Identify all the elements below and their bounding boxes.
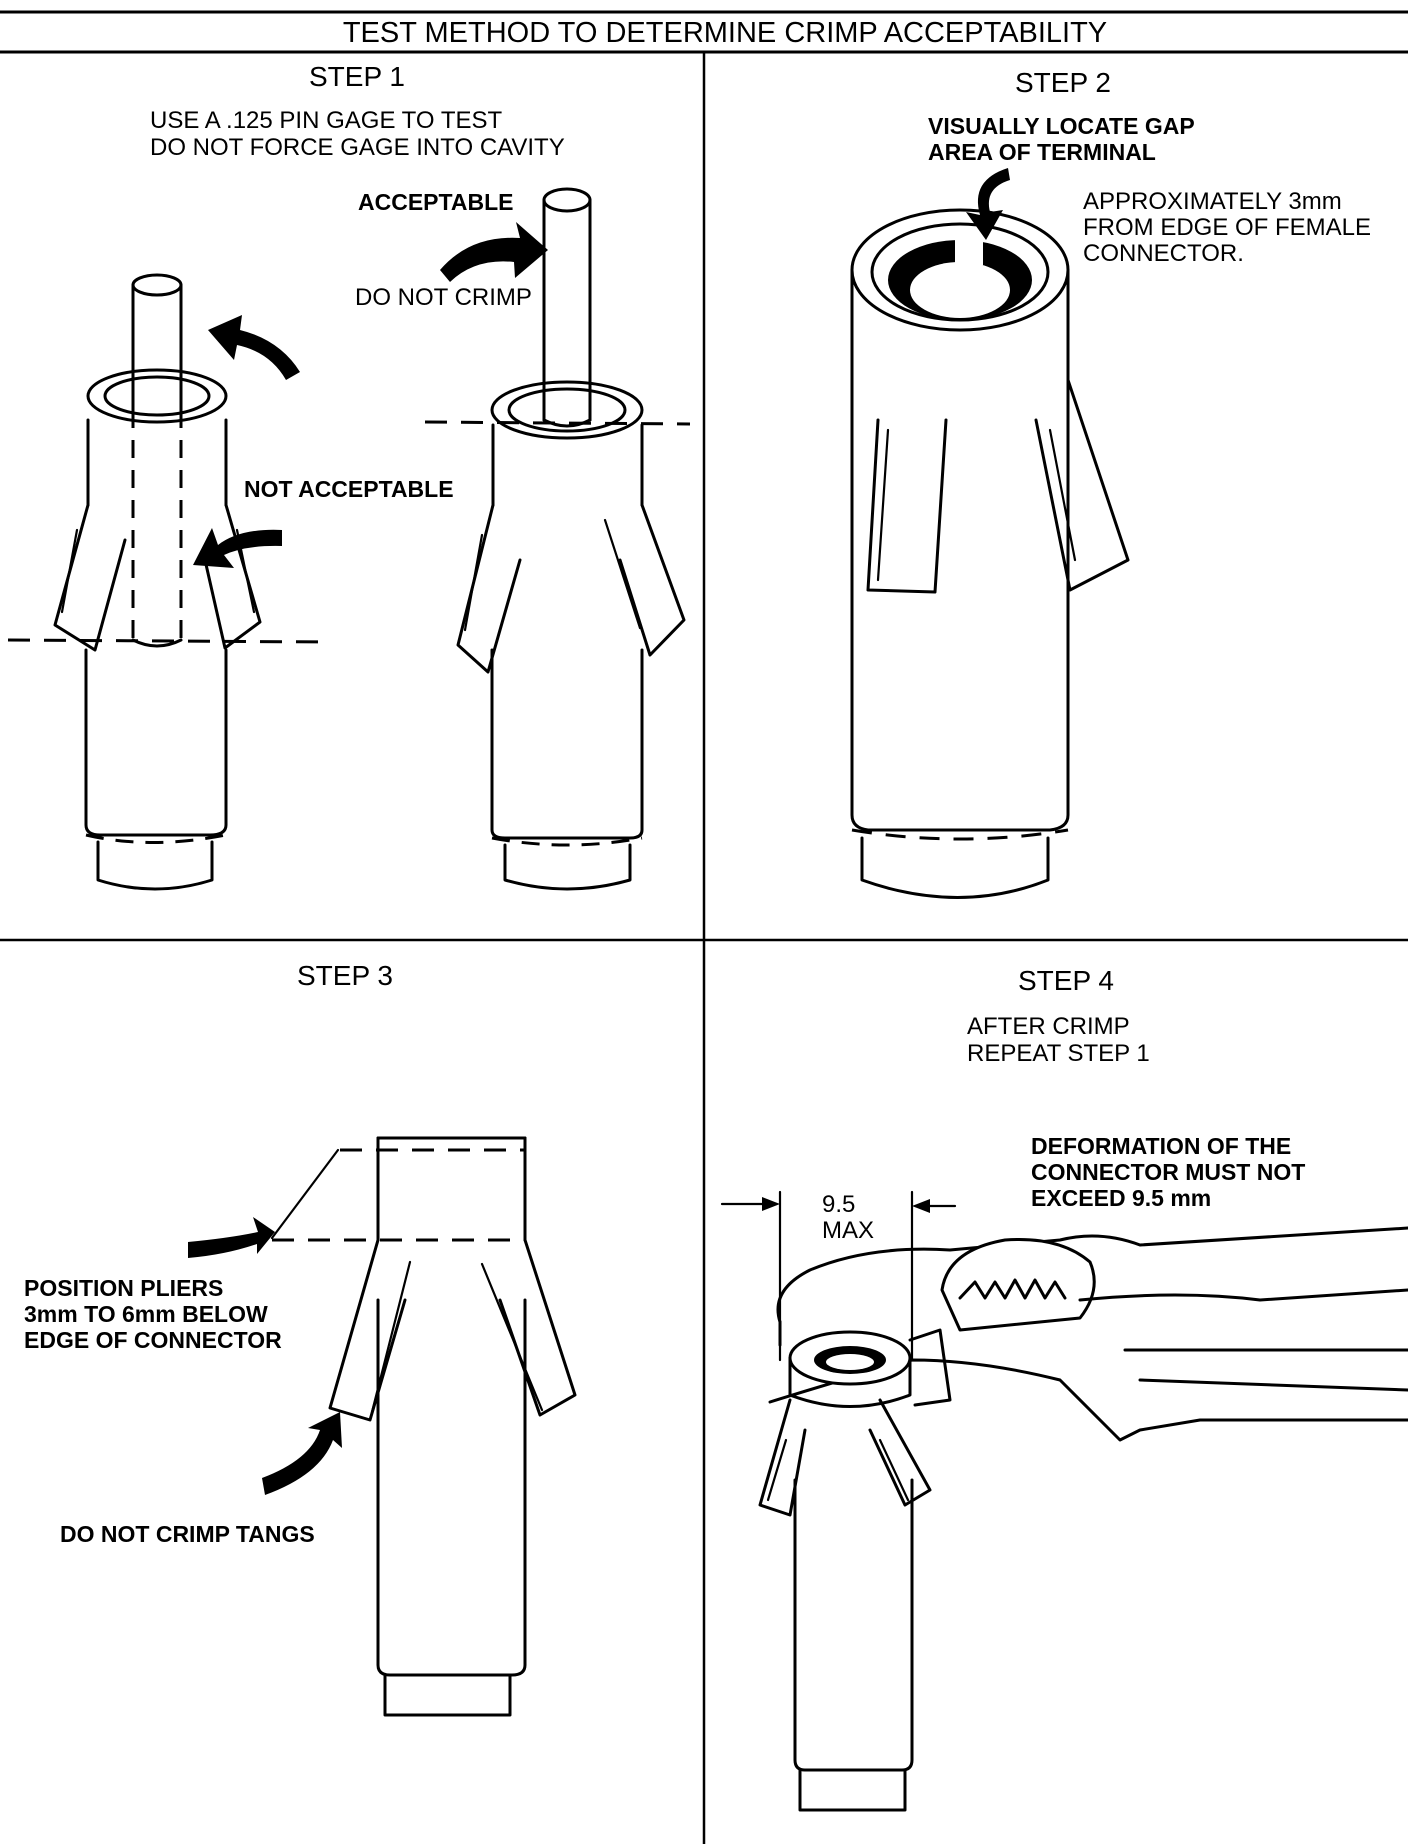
tangs-arrow-icon [262, 1412, 342, 1495]
do-not-crimp-label: DO NOT CRIMP [355, 284, 532, 311]
position-pliers-line1: POSITION PLIERS [24, 1275, 223, 1301]
step1-panel: STEP 1 USE A .125 PIN GAGE TO TEST DO NO… [7, 61, 691, 891]
step2-panel: STEP 2 VISUALLY LOCATE GAP AREA OF TERMI… [850, 67, 1371, 899]
dimension-max: MAX [822, 1217, 874, 1244]
left-connector-not-acceptable [7, 273, 331, 891]
step4-connector-drawing [758, 1398, 932, 1812]
deformation-line2: CONNECTOR MUST NOT [1031, 1159, 1305, 1185]
step1-instruction-line2: DO NOT FORCE GAGE INTO CAVITY [150, 134, 565, 161]
not-acceptable-label: NOT ACCEPTABLE [244, 476, 454, 502]
dimension-9-5-max [720, 1190, 957, 1362]
position-pliers-line3: EDGE OF CONNECTOR [24, 1327, 282, 1353]
step1-instruction-line1: USE A .125 PIN GAGE TO TEST [150, 107, 502, 134]
position-pliers-line2: 3mm TO 6mm BELOW [24, 1301, 268, 1327]
after-crimp-line2: REPEAT STEP 1 [967, 1040, 1150, 1067]
gap-arrow-icon [966, 168, 1010, 240]
step3-heading: STEP 3 [297, 960, 393, 991]
after-crimp-line1: AFTER CRIMP [967, 1013, 1130, 1040]
do-not-crimp-tangs-label: DO NOT CRIMP TANGS [60, 1521, 315, 1547]
approx-line1: APPROXIMATELY 3mm [1083, 188, 1342, 215]
diagram-title: TEST METHOD TO DETERMINE CRIMP ACCEPTABI… [343, 17, 1107, 49]
locate-gap-line2: AREA OF TERMINAL [928, 139, 1156, 165]
not-acceptable-arrow-icon [193, 528, 282, 568]
pliers-position-arrow-icon [188, 1217, 275, 1258]
pliers-drawing [768, 1226, 1408, 1442]
female-connector-drawing [850, 208, 1130, 899]
step4-panel: STEP 4 AFTER CRIMP REPEAT STEP 1 DEFORMA… [720, 965, 1408, 1812]
step1-heading: STEP 1 [309, 61, 405, 92]
step4-heading: STEP 4 [1018, 965, 1114, 996]
step3-connector-drawing [270, 1136, 577, 1717]
acceptable-arrow-icon [440, 222, 548, 282]
approx-line2: FROM EDGE OF FEMALE [1083, 214, 1371, 241]
frame [0, 10, 1408, 1844]
locate-gap-line1: VISUALLY LOCATE GAP [928, 113, 1195, 139]
deformation-line3: EXCEED 9.5 mm [1031, 1185, 1211, 1211]
tilt-arrow-icon [208, 315, 300, 380]
right-connector-acceptable [424, 187, 691, 891]
deformation-line1: DEFORMATION OF THE [1031, 1133, 1291, 1159]
step2-heading: STEP 2 [1015, 67, 1111, 98]
dimension-value: 9.5 [822, 1191, 855, 1218]
step3-panel: STEP 3 POSITION PLIERS 3mm TO 6mm BELOW … [24, 960, 577, 1717]
approx-line3: CONNECTOR. [1083, 240, 1244, 267]
acceptable-label: ACCEPTABLE [358, 189, 513, 215]
